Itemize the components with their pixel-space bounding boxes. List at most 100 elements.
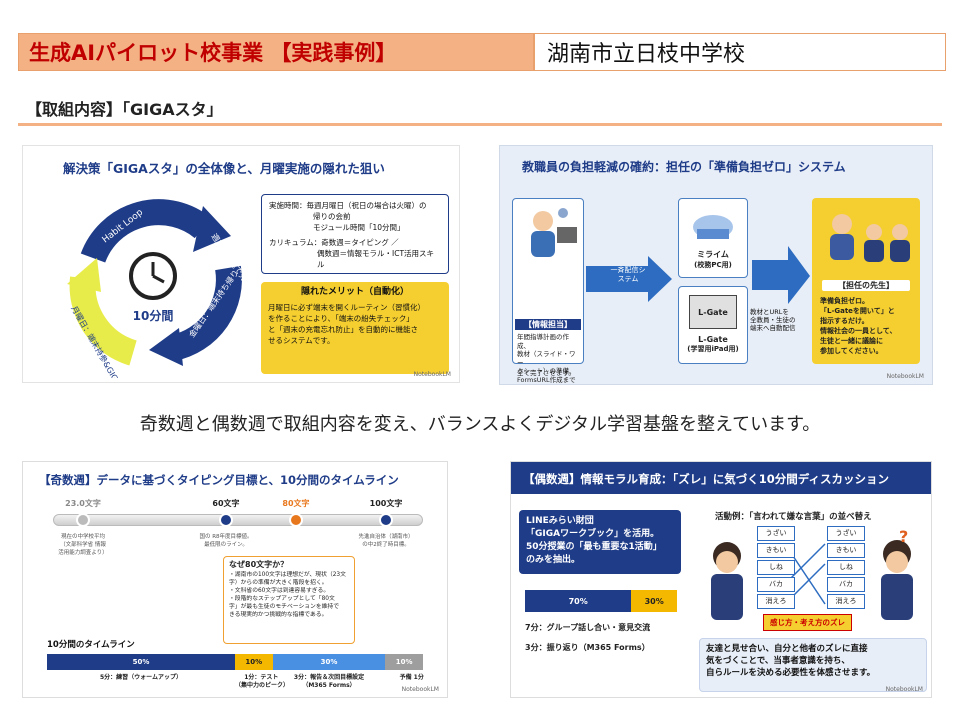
loop-arrow-left: [69, 276, 138, 366]
timeline-label: 10分間のタイムライン: [47, 640, 135, 650]
delivery-arrow: [752, 246, 810, 304]
system-mirai-sub: (校務PC用): [694, 261, 732, 269]
timeline-segment: 30%: [272, 654, 386, 670]
info-staff-text-line: 年間指導計画の作成、: [517, 333, 569, 350]
loop-arrow-right: [169, 265, 242, 361]
merit-line: せるシステムです。: [268, 336, 335, 345]
staff-illustration-icon: [531, 208, 577, 257]
conclusion-line: 友達と見せ合い、自分と他者のズレに直接: [706, 644, 868, 654]
merit-line: と「週末の充電忘れ防止」を自動的に機能さ: [268, 325, 418, 334]
word-card: 消えろ: [757, 594, 795, 609]
why-80-line: 字）からの準備が大きく階段を招く。: [229, 580, 328, 586]
delivery-text-line: 教材とURLを: [750, 308, 789, 316]
word-card: バカ: [827, 577, 865, 592]
ratio-segment: 30%: [631, 590, 677, 612]
homeroom-text-line: 「L-Gateを開いて」と: [820, 307, 895, 315]
typing-mark-note: の中2終了時目標。: [362, 542, 410, 548]
section-divider: [18, 123, 942, 126]
header-school: 湖南市立日枝中学校: [534, 33, 946, 71]
info-line: 帰りの会前: [313, 212, 351, 221]
hidden-merit-box: 隠れたメリット（自動化） 月曜日に必ず端末を開くルーティン（習慣化） を作ること…: [261, 282, 449, 374]
why-80-line: ・文科省の60文字は到達容易すぎる。: [229, 588, 330, 594]
panel-teacher-title: 教職員の負担軽減の確約：担任の「準備負担ゼロ」システム: [522, 160, 846, 174]
timeline-captions: 5分：練習（ウォームアップ）1分：テスト（集中力のピーク）3分：報告＆次回目標設…: [47, 674, 424, 696]
system-mirai-card: ミライム (校務PC用): [678, 198, 748, 278]
watermark: NotebookLM: [413, 371, 451, 378]
loop-arrowhead-top: [193, 206, 231, 252]
merit-line: を作ることにより、「端末の紛失チェック」: [268, 314, 414, 323]
timeline-bar: 50%10%30%10%: [47, 654, 423, 670]
habit-loop-diagram: 10分間 Habit Loop 週末：家庭で充電 金曜日：端末持ち帰り 月曜日：…: [67, 199, 253, 378]
info-staff-text-line: FormsURL作成まで: [517, 375, 576, 384]
panel-odd-title: 【奇数週】データに基づくタイピング目標と、10分間のタイムライン: [39, 473, 399, 487]
timeline-caption-sub: （集中力のピーク）: [235, 682, 290, 689]
step-2: 3分：振り返り（M365 Forms）: [525, 643, 650, 652]
panel-even-week: 【偶数週】情報モラル育成：「ズレ」に気づく10分間ディスカッション LINEみら…: [510, 461, 932, 698]
header-title-text: 生成AIパイロット校事業 【実践事例】: [29, 41, 397, 65]
info-line: モジュール時間「10分間」: [313, 223, 405, 232]
homeroom-text: 準備負担ゼロ。 「L-Gateを開いて」と 指示するだけ。 情報社会の一員として…: [820, 296, 920, 356]
homeroom-label: 【担任の先生】: [822, 280, 910, 291]
activity-title: 活動例：「言われて嫌な言葉」の並べ替え: [715, 512, 872, 522]
delivery-text-line: 全教員・生徒の: [750, 316, 796, 324]
homeroom-text-line: 参加してください。: [820, 347, 883, 355]
why-80-box: なぜ80文字か？ ・湖南市の100文字は理想だが、現状（23文 字）からの準備が…: [223, 556, 355, 644]
panel-overview: 解決策「GIGAスタ」の全体像と、月曜実施の隠れた狙い 10分間 Habit L…: [22, 145, 460, 383]
system-lgate-card: L-Gate L-Gate (学習用iPad用): [678, 286, 748, 364]
schedule-info-box: 実施時間：毎週月曜日（祝日の場合は火曜）の 帰りの会前 モジュール時間「10分間…: [261, 194, 449, 274]
delivery-text-line: 端末へ自動配信: [750, 324, 796, 332]
typing-mark-note: （文部科学省 情報: [60, 542, 106, 548]
loop-arrowhead-left: [67, 258, 101, 292]
loop-arrow-top: [80, 199, 212, 263]
ratio-bar: 70%30%: [525, 590, 677, 612]
info-staff-text-line: クシート）の準備、: [517, 367, 576, 375]
info-staff-text: 年間指導計画の作成、 教材（スライド・ワー クシート）の準備、 FormsURL…: [517, 333, 581, 384]
why-80-title: なぜ80文字か？: [229, 560, 289, 569]
timeline-segment: 10%: [385, 654, 423, 670]
target-icon: [289, 513, 303, 527]
loop-arrowhead-right: [149, 328, 183, 366]
homeroom-text-line: 準備負担ゼロ。: [820, 297, 869, 305]
system-lgate-sub: (学習用iPad用): [687, 345, 739, 353]
summary-caption: 奇数週と偶数週で取組内容を変え、バランスよくデジタル学習基盤を整えています。: [139, 414, 821, 435]
info-staff-label: 【情報担当】: [515, 319, 581, 330]
word-card: うざい: [827, 526, 865, 541]
why-80-line: きる現実的かつ挑戦的な指標である。: [229, 612, 328, 618]
word-card: しね: [827, 560, 865, 575]
timeline-caption-sub: （M365 Forms）: [302, 682, 356, 689]
header-school-text: 湖南市立日枝中学校: [547, 42, 746, 67]
cycle-center-label: 10分間: [133, 308, 174, 323]
timeline-segment: 50%: [47, 654, 235, 670]
timeline-caption: 3分：報告＆次回目標設定: [293, 674, 365, 681]
typing-mark-value: 100文字: [369, 499, 403, 508]
homeroom-text-line: 生徒と一緒に議論に: [820, 337, 883, 345]
info-staff-text-line: 教材（スライド・ワー: [517, 350, 576, 367]
clock-hand-hour: [152, 274, 165, 284]
system-mirai-name: ミライム: [697, 250, 729, 259]
merit-line: 月曜日に必ず端末を開くルーティン（習慣化）: [268, 303, 426, 312]
info-line: 実施時間：毎週月曜日（祝日の場合は火曜）の: [269, 201, 427, 210]
typing-mark-dot: [379, 513, 393, 527]
info-staff-card: 【情報担当】 年間指導計画の作成、 教材（スライド・ワー クシート）の準備、 F…: [512, 198, 584, 384]
broadcast-arrow-label: 一斉配信システム: [610, 266, 646, 283]
ratio-segment: 70%: [525, 590, 632, 612]
intro-line: 50分授業の「最も重要な1活動」: [526, 542, 662, 552]
homeroom-text-line: 指示するだけ。: [820, 317, 869, 325]
panel-odd-week: 【奇数週】データに基づくタイピング目標と、10分間のタイムライン なぜ80文字か…: [22, 461, 448, 698]
info-line: 偶数週＝情報モラル・ICT活用スキル: [317, 249, 435, 269]
typing-mark-value: 60文字: [212, 499, 240, 508]
why-80-line: 字」が最も生徒のモチベーションを維持で: [229, 604, 340, 610]
word-cards-left: うざいきもいしねバカ消えろ: [757, 526, 795, 611]
homeroom-text-line: 情報社会の一員として、: [820, 327, 897, 335]
typing-mark-dot: [76, 513, 90, 527]
cloud-icon: [693, 215, 733, 239]
typing-mark-note: 現在の中学校平均: [60, 534, 105, 540]
word-card: バカ: [757, 577, 795, 592]
word-card: 消えろ: [827, 594, 865, 609]
svg-text:?: ?: [899, 527, 908, 546]
typing-mark-value: 80文字: [282, 499, 310, 508]
word-card: しね: [757, 560, 795, 575]
intro-line: LINEみらい財団: [526, 516, 594, 526]
header-title: 生成AIパイロット校事業 【実践事例】: [18, 33, 534, 71]
timeline-caption: 5分：練習（ウォームアップ）: [100, 674, 182, 681]
